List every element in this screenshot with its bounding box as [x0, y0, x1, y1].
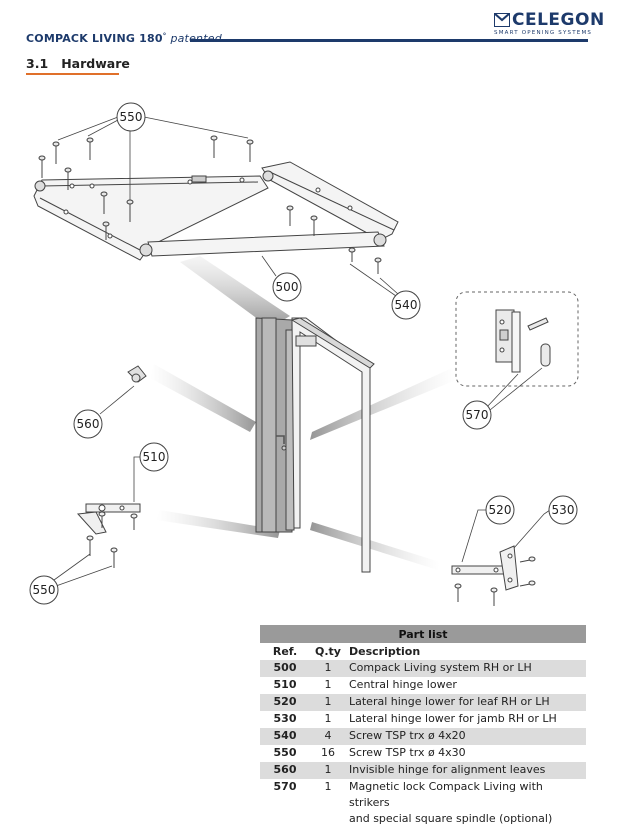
part-description: Screw TSP trx ø 4x30: [346, 745, 586, 762]
compack-living-system-rail: [33, 161, 399, 261]
column-header-qty: Q.ty: [310, 643, 346, 660]
section-title: Hardware: [61, 56, 130, 71]
part-description: Compack Living system RH or LH: [346, 660, 586, 677]
part-ref: 530: [260, 711, 310, 728]
table-row: 530 1 Lateral hinge lower for jamb RH or…: [260, 711, 586, 728]
callout-label-500: 500: [276, 280, 299, 294]
callout-550-top: 550: [57, 102, 249, 200]
column-header-ref: Ref.: [260, 643, 310, 660]
part-ref: 560: [260, 762, 310, 779]
screws-540: [286, 205, 382, 274]
view-beam-lower-left: [156, 510, 280, 538]
part-ref: 520: [260, 694, 310, 711]
table-row: 550 16 Screw TSP trx ø 4x30: [260, 745, 586, 762]
part-description: Magnetic lock Compack Living with strike…: [346, 779, 586, 827]
part-qty: 1: [310, 694, 346, 711]
folding-door: [255, 317, 375, 573]
part-description: Screw TSP trx ø 4x20: [346, 728, 586, 745]
logo-tagline: SMART OPENING SYSTEMS: [494, 30, 593, 36]
callout-label-560: 560: [77, 417, 100, 431]
callout-530: 530: [513, 495, 578, 549]
central-hinge-510: [76, 503, 141, 568]
celegon-logo: CELEGON SMART OPENING SYSTEMS: [492, 10, 604, 40]
callout-label-510: 510: [143, 450, 166, 464]
part-list-table: Part list Ref. Q.ty Description 500 1 Co…: [260, 625, 586, 827]
part-ref: 540: [260, 728, 310, 745]
table-row: 570 1 Magnetic lock Compack Living with …: [260, 779, 586, 827]
logo-word: CELEGON: [512, 10, 605, 30]
part-ref: 500: [260, 660, 310, 677]
part-description: Lateral hinge lower for jamb RH or LH: [346, 711, 586, 728]
callout-500: 500: [261, 255, 302, 302]
callout-550-lower: 550: [29, 553, 113, 605]
part-qty: 4: [310, 728, 346, 745]
section-underline: [26, 73, 119, 75]
view-beam-lower-right: [310, 522, 440, 570]
part-qty: 1: [310, 779, 346, 827]
view-beam-top: [180, 256, 290, 328]
part-description-line-1: Magnetic lock Compack Living with strike…: [349, 780, 543, 809]
view-beam-right: [310, 368, 456, 440]
callout-label-550: 550: [120, 110, 143, 124]
part-description: Central hinge lower: [346, 677, 586, 694]
part-qty: 1: [310, 762, 346, 779]
table-row: 560 1 Invisible hinge for alignment leav…: [260, 762, 586, 779]
view-beam-left: [150, 364, 256, 432]
logo-mark-icon: [494, 13, 510, 27]
section-number: 3.1: [26, 56, 49, 71]
section-heading: 3.1 Hardware: [26, 56, 130, 71]
callout-540: 540: [349, 263, 421, 320]
column-header-description: Description: [346, 643, 586, 660]
lateral-hinges-520-530: [451, 545, 536, 606]
table-row: 540 4 Screw TSP trx ø 4x20: [260, 728, 586, 745]
part-description: Invisible hinge for alignment leaves: [346, 762, 586, 779]
part-list-caption: Part list: [260, 625, 586, 643]
degree-sign: °: [162, 32, 167, 40]
part-qty: 16: [310, 745, 346, 762]
part-qty: 1: [310, 660, 346, 677]
callout-560: 560: [73, 385, 135, 439]
part-description: Lateral hinge lower for leaf RH or LH: [346, 694, 586, 711]
table-row: 500 1 Compack Living system RH or LH: [260, 660, 586, 677]
callout-570: 570: [462, 367, 543, 430]
part-ref: 570: [260, 779, 310, 827]
hardware-exploded-drawing: 550 500 540: [29, 102, 579, 606]
product-name: COMPACK LIVING 180: [26, 32, 163, 45]
table-row: 510 1 Central hinge lower: [260, 677, 586, 694]
callout-520: 520: [461, 495, 515, 563]
magnetic-lock-570: [455, 291, 579, 387]
part-ref: 510: [260, 677, 310, 694]
callout-label-530: 530: [552, 503, 575, 517]
screws-550-top: [38, 135, 254, 240]
part-qty: 1: [310, 677, 346, 694]
table-row: 520 1 Lateral hinge lower for leaf RH or…: [260, 694, 586, 711]
callout-label-540: 540: [395, 298, 418, 312]
callout-label-570: 570: [466, 408, 489, 422]
part-ref: 550: [260, 745, 310, 762]
callout-label-550-lower: 550: [33, 583, 56, 597]
part-qty: 1: [310, 711, 346, 728]
part-description-line-2: and special square spindle (optional): [349, 812, 553, 825]
callout-510: 510: [133, 442, 169, 502]
callout-label-520: 520: [489, 503, 512, 517]
invisible-hinge-560: [127, 365, 147, 383]
header-rule: [190, 39, 588, 42]
